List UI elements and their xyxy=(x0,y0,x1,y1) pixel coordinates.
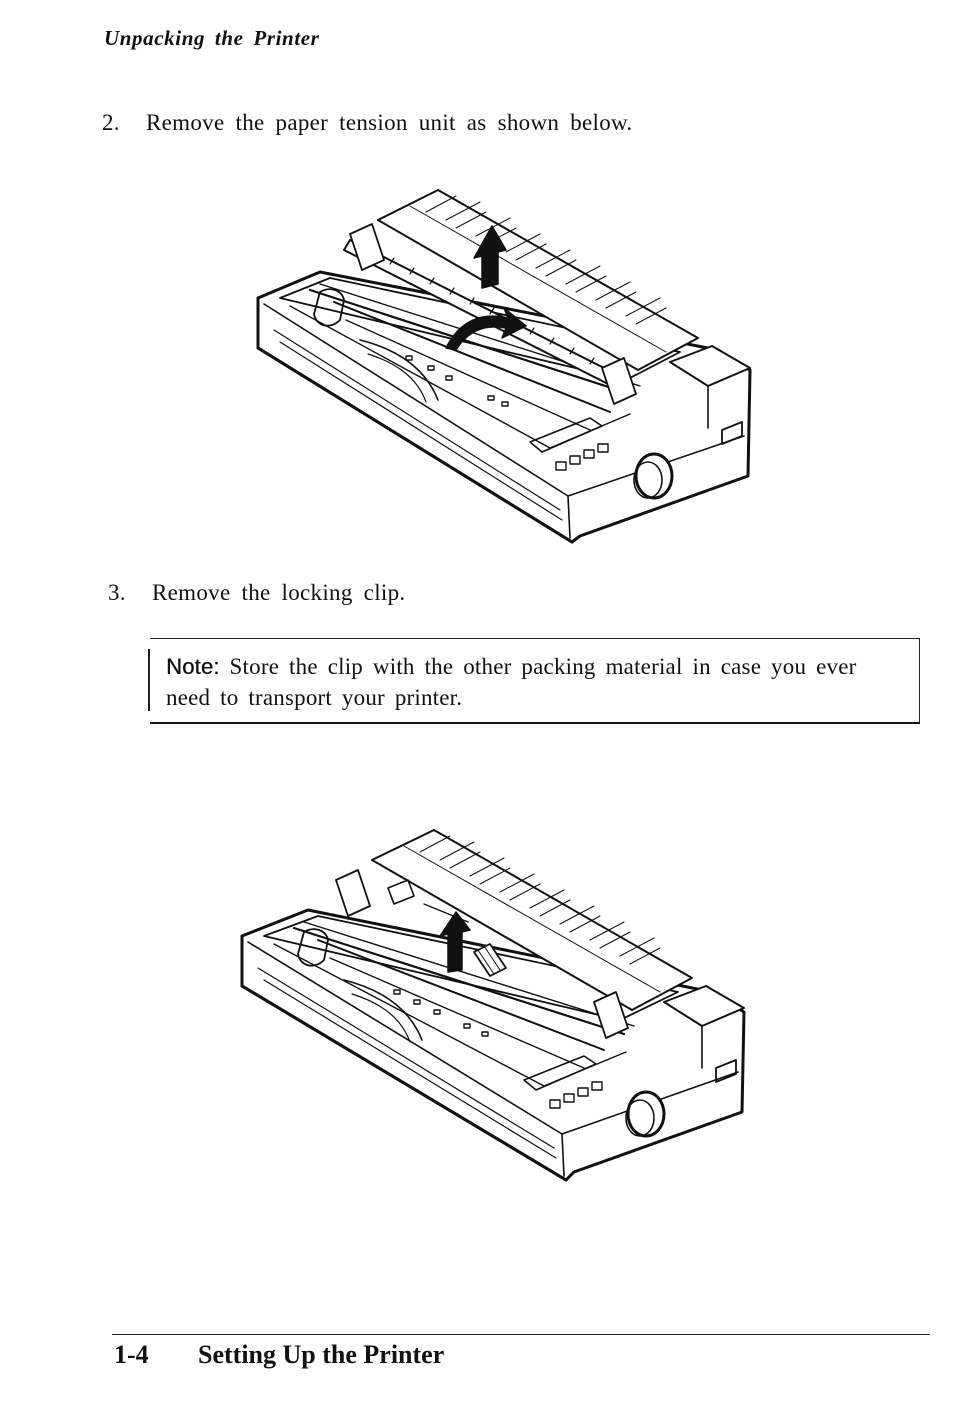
note-box: Note: Store the clip with the other pack… xyxy=(148,638,920,724)
note-text: Note: Store the clip with the other pack… xyxy=(166,651,906,713)
printer-illustration-icon xyxy=(240,829,746,1182)
running-head: Unpacking the Printer xyxy=(104,26,320,50)
note-label: Note: xyxy=(166,654,220,679)
step-number: 3. xyxy=(108,580,126,605)
step-number: 2. xyxy=(102,110,120,135)
note-body: Store the clip with the other packing ma… xyxy=(166,654,857,710)
step-text: Remove the paper tension unit as shown b… xyxy=(146,110,633,135)
step-2: 2. Remove the paper tension unit as shown… xyxy=(102,110,632,136)
section-title: Setting Up the Printer xyxy=(198,1340,445,1369)
figure-tension-unit-removal xyxy=(250,180,762,552)
page-footer: 1-4 Setting Up the Printer xyxy=(114,1340,444,1370)
step-text: Remove the locking clip. xyxy=(152,580,406,605)
figure-locking-clip-removal xyxy=(238,822,750,1186)
footer-rule xyxy=(112,1334,930,1335)
step-3: 3. Remove the locking clip. xyxy=(108,580,405,606)
printer-illustration-icon xyxy=(256,189,752,544)
page-number: 1-4 xyxy=(114,1340,149,1369)
